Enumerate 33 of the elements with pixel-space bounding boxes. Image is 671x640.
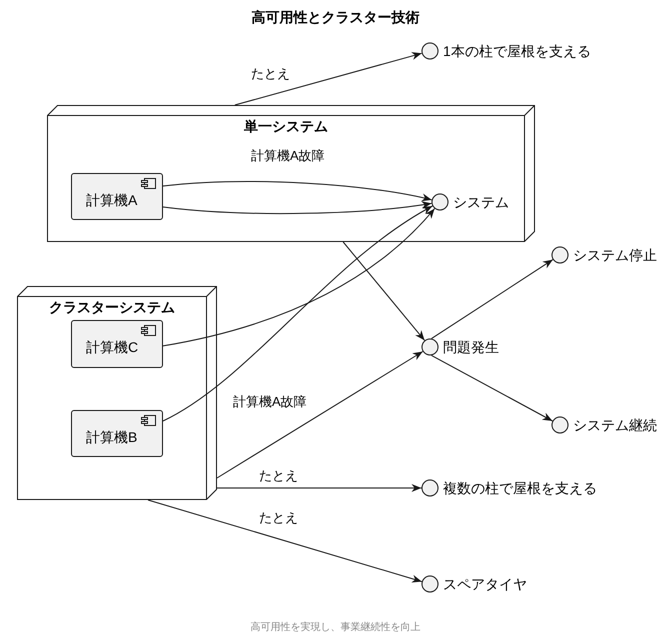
group-title: クラスターシステム: [49, 298, 175, 316]
diagram-title: 高可用性とクラスター技術: [252, 8, 420, 26]
node-label: 問題発生: [443, 338, 499, 356]
arrow: [162, 181, 432, 202]
edge-label: たとえ: [250, 66, 291, 81]
component-box: [71, 173, 163, 220]
arrow: [234, 52, 422, 106]
node-label: システム停止: [573, 246, 657, 264]
arrow: [216, 351, 424, 478]
node-label: 複数の柱で屋根を支える: [443, 479, 597, 497]
node-label: 1本の柱で屋根を支える: [443, 42, 591, 60]
arrow: [431, 354, 553, 422]
edge-label: たとえ: [258, 510, 299, 525]
arrow: [216, 484, 422, 492]
arrow: [162, 200, 432, 214]
group-title: 単一システム: [244, 117, 328, 135]
arrow: [148, 500, 422, 583]
arrow: [162, 208, 436, 346]
edge-label: 計算機A故障: [250, 148, 326, 163]
node-label: 計算機B: [86, 428, 138, 446]
edge-label: 計算機A故障: [232, 394, 308, 409]
edge-label: たとえ: [258, 468, 299, 483]
node-label: システム継続: [573, 416, 657, 434]
node-label: 計算機A: [86, 190, 138, 208]
component-box: [71, 410, 163, 457]
arrow: [162, 206, 433, 422]
node-label: システム: [453, 193, 509, 211]
arrow: [431, 259, 554, 340]
node-label: スペアタイヤ: [443, 575, 527, 593]
arrow: [342, 242, 426, 341]
component-box: [71, 320, 163, 368]
node-label: 計算機C: [86, 338, 138, 356]
caption: 高可用性を実現し、事業継続性を向上: [250, 622, 420, 634]
